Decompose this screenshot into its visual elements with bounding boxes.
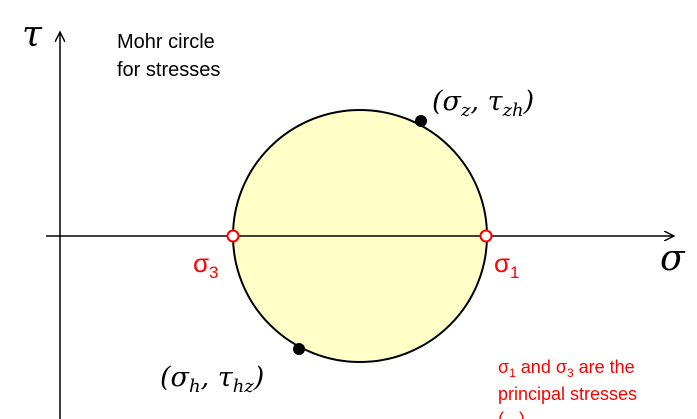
sigma3-subscript: 3 <box>209 263 218 282</box>
sigma1-subscript: 1 <box>510 263 519 282</box>
sigma3-label: σ3 <box>193 248 219 282</box>
upper-sigma-sub: z <box>460 100 471 121</box>
principal-point-sigma1 <box>479 229 493 243</box>
principal-note: σ1 and σ3 are the principal stresses (..… <box>498 357 642 419</box>
upper-tau: τ <box>488 86 504 117</box>
lower-sigma: σ <box>171 362 191 393</box>
sigma1-symbol: σ <box>494 248 510 278</box>
upper-sigma: σ <box>443 86 463 117</box>
note-sigma3-sub: 3 <box>567 366 574 380</box>
lower-open-paren: ( <box>160 362 172 393</box>
note-sigma3: σ <box>556 357 567 377</box>
sigma3-symbol: σ <box>193 248 209 278</box>
note-sigma1-sub: 1 <box>509 366 516 380</box>
lower-comma: , <box>201 362 218 393</box>
note-sigma1: σ <box>498 357 509 377</box>
title-line-1: Mohr circle <box>117 31 215 53</box>
lower-tau-sub: hz <box>233 376 255 397</box>
stress-point-lower <box>293 343 305 355</box>
note-line-3: (...) <box>498 409 525 419</box>
note-tail: are the <box>574 357 635 377</box>
lower-sigma-sub: h <box>189 376 201 397</box>
upper-tau-sub: zh <box>502 100 524 121</box>
diagram-title: Mohr circle for stresses <box>117 31 220 81</box>
principal-point-sigma3 <box>226 229 240 243</box>
title-line-2: for stresses <box>117 59 220 81</box>
lower-tau: τ <box>218 362 234 393</box>
lower-close-paren: ) <box>253 362 265 393</box>
upper-open-paren: ( <box>432 86 444 117</box>
upper-close-paren: ) <box>523 86 535 117</box>
upper-comma: , <box>470 86 487 117</box>
note-line-1: σ1 and σ3 are the <box>498 357 635 380</box>
sigma1-label: σ1 <box>494 248 520 282</box>
stress-point-upper <box>415 115 427 127</box>
sigma-axis-label: σ <box>660 238 686 279</box>
stress-point-upper-label: (σz, τzh) <box>432 86 534 121</box>
tau-axis-label: τ <box>22 14 43 55</box>
stress-point-lower-label: (σh, τhz) <box>160 362 264 397</box>
note-and: and <box>516 357 556 377</box>
note-line-2: principal stresses <box>498 384 637 404</box>
